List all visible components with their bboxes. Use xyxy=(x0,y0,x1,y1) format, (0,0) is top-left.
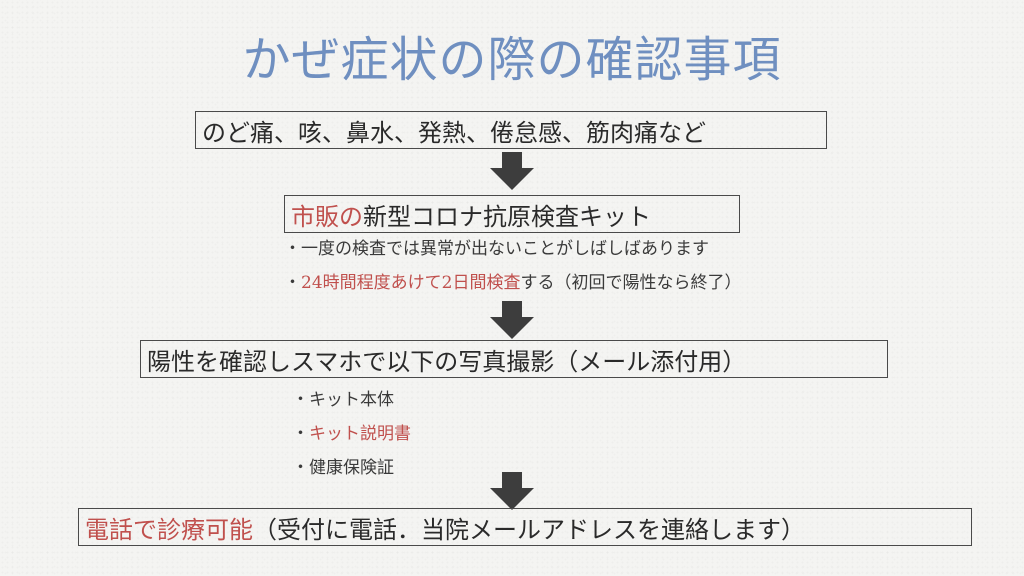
kit-note: ・一度の検査では異常が出ないことがしばしばあります xyxy=(284,237,709,261)
photo-note-text: キット本体 xyxy=(309,390,394,410)
phone-consult-box: 電話で診療可能（受付に電話．当院メールアドレスを連絡します） xyxy=(78,508,972,546)
bullet: ・ xyxy=(284,273,301,293)
down-arrow-icon xyxy=(490,301,534,339)
photo-text: 陽性を確認しスマホで以下の写真撮影（メール添付用） xyxy=(147,347,747,376)
photo-note-text: 健康保険証 xyxy=(309,458,394,478)
symptoms-box: のど痛、咳、鼻水、発熱、倦怠感、筋肉痛など xyxy=(195,111,827,149)
call-highlight: 電話で診療可能 xyxy=(85,515,253,544)
photo-note-highlight: キット説明書 xyxy=(309,424,411,444)
down-arrow-icon xyxy=(490,152,534,190)
kit-note-text: する（初回で陽性なら終了） xyxy=(520,273,742,293)
bullet: ・ xyxy=(292,458,309,478)
kit-note-highlight: 24時間程度あけて2日間検査 xyxy=(301,273,521,293)
bullet: ・ xyxy=(292,424,309,444)
bullet: ・ xyxy=(292,390,309,410)
down-arrow-icon xyxy=(490,472,534,510)
bullet: ・ xyxy=(284,239,301,259)
photo-note: ・健康保険証 xyxy=(292,456,394,480)
kit-highlight: 市販の xyxy=(291,202,363,231)
call-text: （受付に電話．当院メールアドレスを連絡します） xyxy=(253,515,805,544)
kit-text: 新型コロナ抗原検査キット xyxy=(363,202,651,231)
kit-note: ・24時間程度あけて2日間検査する（初回で陽性なら終了） xyxy=(284,271,741,295)
kit-note-text: 一度の検査では異常が出ないことがしばしばあります xyxy=(301,239,709,259)
symptoms-text: のど痛、咳、鼻水、発熱、倦怠感、筋肉痛など xyxy=(202,118,706,147)
photo-note: ・キット説明書 xyxy=(292,422,411,446)
photo-note: ・キット本体 xyxy=(292,388,394,412)
photo-box: 陽性を確認しスマホで以下の写真撮影（メール添付用） xyxy=(140,340,888,378)
page-title: かぜ症状の際の確認事項 xyxy=(242,32,782,88)
antigen-kit-box: 市販の新型コロナ抗原検査キット xyxy=(284,195,740,233)
